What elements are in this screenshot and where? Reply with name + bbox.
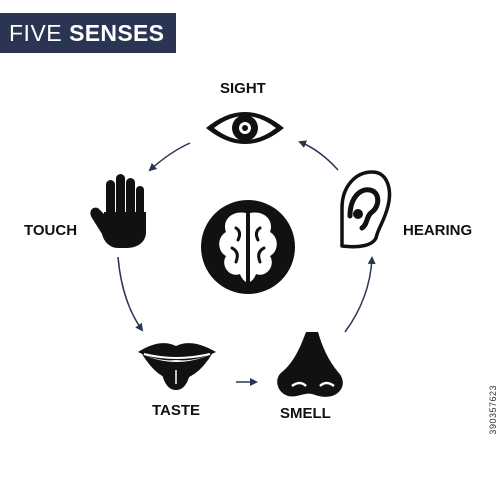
mouth-icon — [138, 343, 216, 390]
title-bold: SENSES — [69, 19, 165, 46]
arrow-touch-to-taste — [117, 256, 144, 332]
watermark-id: 390357623 — [488, 385, 498, 435]
nose-icon — [277, 332, 343, 397]
eye-icon — [206, 112, 284, 144]
arrow-sight-to-touch — [148, 142, 191, 172]
label-hearing: HEARING — [403, 222, 473, 239]
arrow-hearing-to-sight — [298, 140, 339, 171]
arrow-smell-to-hearing — [344, 256, 376, 333]
label-taste: TASTE — [152, 402, 201, 419]
label-touch: TOUCH — [24, 222, 78, 239]
title-light: FIVE — [9, 19, 63, 46]
title-banner: FIVE SENSES — [0, 13, 176, 53]
hand-icon — [90, 174, 146, 248]
ear-icon — [340, 170, 392, 249]
label-sight: SIGHT — [220, 80, 266, 97]
brain-icon — [201, 200, 295, 294]
label-smell: SMELL — [280, 405, 331, 422]
